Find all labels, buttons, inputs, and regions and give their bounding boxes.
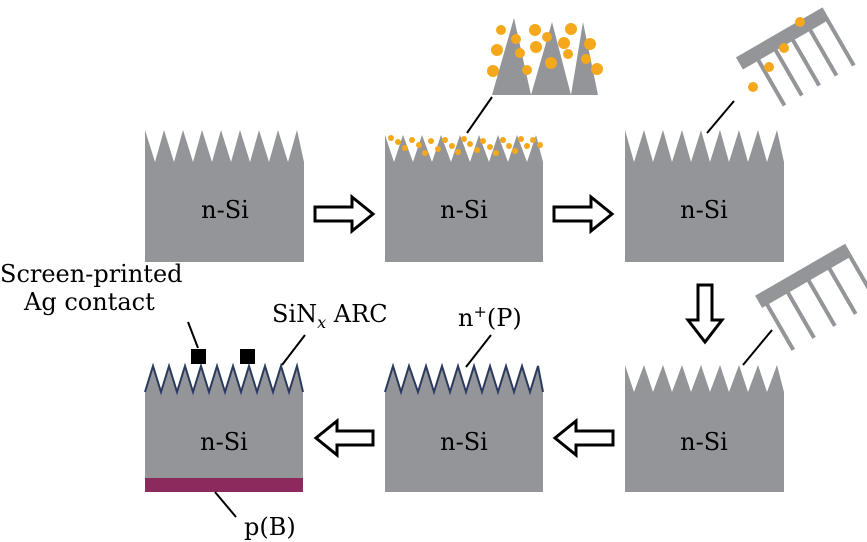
nplus-leader-line — [465, 334, 492, 368]
process-arrow-left — [552, 417, 615, 459]
substrate-label: n-Si — [680, 196, 728, 224]
zoom-inset-nanopores-with-particles — [735, 7, 856, 107]
pb-leader-line — [214, 491, 237, 518]
step-6-finished-cell: n-Si — [144, 321, 306, 518]
wafer-body — [145, 130, 304, 262]
step-3-etched-wafer: n-Si — [625, 7, 856, 262]
zoom-porous-structure — [735, 7, 856, 107]
sinx-arc-layer — [144, 362, 304, 396]
sinx-arc-label: SiNx ARC — [272, 300, 388, 332]
ag-contact-leader-line — [187, 321, 199, 349]
ag-contact-2 — [240, 349, 255, 364]
zoom-gold-particles — [487, 23, 603, 77]
zoom-leader-line — [742, 329, 773, 366]
zoom-leader-line — [466, 96, 493, 134]
sinx-leader-line — [281, 334, 306, 366]
process-arrow-down — [684, 283, 726, 345]
step-2-nanoparticle-deposition: n-Si — [385, 18, 603, 262]
zoom-gold-particles-in-pores — [748, 17, 805, 92]
gold-nanoparticles — [388, 135, 543, 156]
zoom-inset-nanoparticles — [487, 18, 603, 95]
p-doped-rear-layer — [145, 478, 303, 492]
screen-printed-label-line1: Screen-printed — [0, 260, 183, 288]
zoom-inset-clean-pores — [755, 243, 867, 351]
substrate-label: n-Si — [440, 428, 488, 456]
zoom-pyramids — [492, 18, 598, 95]
wafer-body — [625, 365, 784, 492]
pb-label: p(B) — [244, 513, 296, 541]
substrate-label: n-Si — [200, 428, 248, 456]
process-arrow-right — [552, 193, 615, 235]
ag-contact-1 — [191, 349, 206, 364]
screen-printed-label-line2: Ag contact — [23, 288, 155, 316]
wafer-body — [385, 366, 543, 492]
substrate-label: n-Si — [201, 196, 249, 224]
wafer-body — [385, 135, 543, 262]
step-5-diffused-wafer: n+(P) n-Si — [384, 302, 544, 492]
nplus-label: n+(P) — [458, 302, 522, 332]
zoom-leader-line — [706, 100, 735, 134]
substrate-label: n-Si — [440, 196, 488, 224]
wafer-body — [145, 366, 303, 478]
substrate-label: n-Si — [680, 428, 728, 456]
emitter-layer-outline — [384, 362, 544, 396]
process-arrow-left — [313, 417, 375, 459]
step-4-cleaned-wafer: n-Si — [625, 243, 867, 492]
wafer-body — [625, 130, 784, 262]
step-1-textured-wafer: n-Si — [145, 130, 304, 262]
process-arrow-right — [313, 193, 376, 235]
